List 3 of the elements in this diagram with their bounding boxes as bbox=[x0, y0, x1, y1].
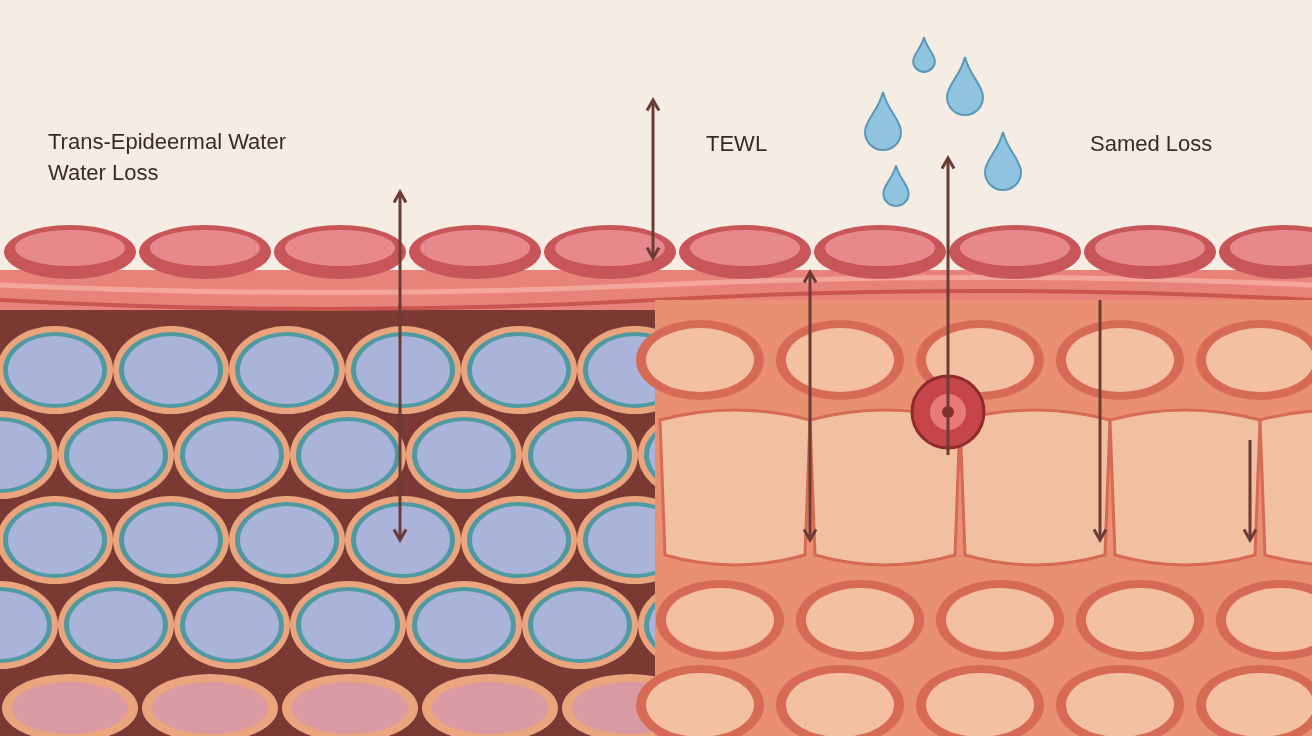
annotation-label: TEWL bbox=[706, 130, 769, 158]
annotation-label: Samed Loss bbox=[1090, 130, 1214, 158]
annotation-label: Trans-Epideermal Water Water Loss bbox=[48, 128, 287, 187]
